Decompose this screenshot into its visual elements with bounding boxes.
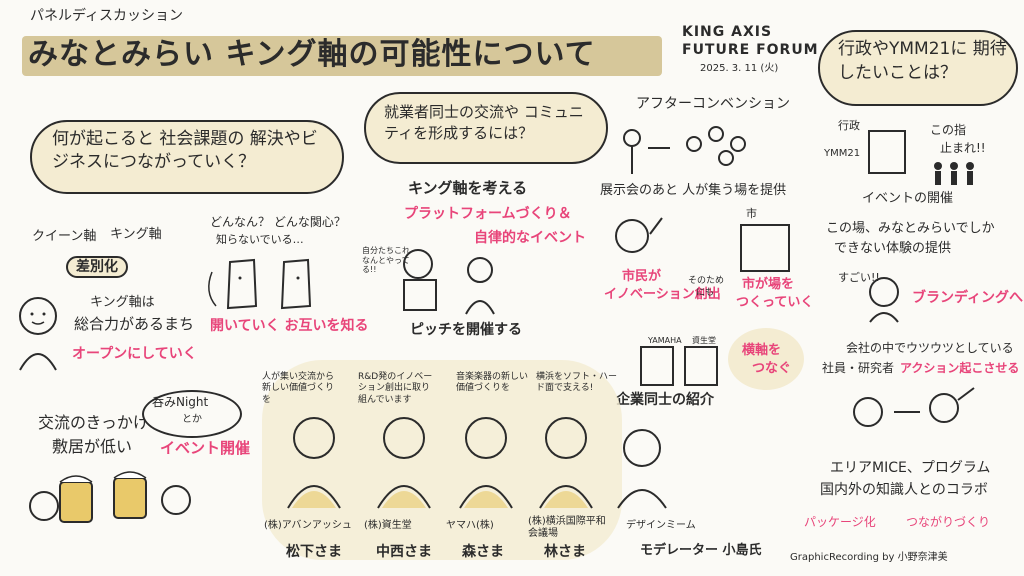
panelist-4-name: 林さま — [544, 544, 586, 560]
gather-text: 展示会のあと 人が集う場を提供 — [600, 183, 787, 198]
citizen-innovation-1: 市民が — [622, 269, 662, 284]
sticker-line1: この指 — [930, 123, 967, 137]
person-illustration-left — [19, 297, 57, 371]
ymm-label: YMM21 — [824, 148, 861, 159]
event-name-line1: KING AXIS — [682, 24, 773, 40]
connect-axis-1: 横軸を — [742, 343, 782, 358]
panelist-1-org: (株)アバンアッシュ — [264, 520, 352, 531]
event-date: 2025. 3. 11 (火) — [700, 63, 779, 74]
city-building-icon — [740, 224, 790, 272]
yamaha-label: YAMAHA — [648, 336, 682, 345]
center-question: 就業者同士の交流や コミュニティを形成するには？ — [384, 103, 584, 142]
panelist-4-quote: 横浜をソフト・ハード面で支える! — [536, 372, 618, 394]
for-that-2: にも — [696, 288, 715, 298]
pitch-illustration — [403, 249, 495, 315]
right-question: 行政やYMM21に 期待したいことは？ — [838, 39, 1007, 83]
admin-building-icon — [868, 130, 906, 174]
drink-night-line2: とか — [182, 414, 202, 425]
how-label: どんなん？ どんな関心？ — [210, 215, 346, 229]
panelist-2-org: (株)資生堂 — [364, 520, 412, 531]
connection-text: つながりづくり — [906, 515, 991, 529]
panelists-background — [262, 360, 622, 560]
two-faces-illustration — [208, 258, 312, 310]
panelist-3-org: ヤマハ(株) — [446, 520, 494, 531]
company-action-2: 社員・研究者 — [822, 361, 895, 375]
title-banner — [22, 36, 662, 76]
platform-text: プラットフォームづくり＆ — [404, 206, 572, 222]
city-place-2: つくっていく — [736, 295, 814, 310]
open-mutual-text: 開いていく お互いを知る — [210, 318, 369, 334]
city-mark: 市 — [746, 207, 757, 220]
event-name-line2: FUTURE FORUM — [682, 42, 819, 58]
gyosei-label: 行政 — [838, 119, 860, 132]
king-think: キング軸を考える — [408, 179, 528, 197]
convention-illustration — [623, 126, 746, 174]
for-that-1: そのため — [688, 276, 725, 286]
page-title: みなとみらい キング軸の可能性について — [28, 37, 596, 72]
autonomous-text: 自律的なイベント — [474, 230, 586, 246]
queen-axis-label: クイーン軸 — [32, 229, 97, 244]
pitch-text: ピッチを開催する — [410, 322, 522, 338]
area-mice-1: エリアMICE、プログラム — [830, 460, 991, 476]
city-place-1: 市が場を — [742, 277, 795, 292]
wow-person-icon — [869, 277, 899, 323]
branding-text: ブランディングへ — [912, 290, 1024, 306]
panelist-3-name: 森さま — [462, 544, 504, 560]
differentiation-badge: 差別化 — [66, 256, 128, 279]
connect-axis-burst — [728, 328, 804, 390]
exchange-line2: 敷居が低い — [52, 437, 133, 456]
king-axis-label: キング軸 — [110, 227, 162, 242]
panelist-1-name: 松下さま — [286, 544, 342, 560]
panelists-illustration — [287, 417, 667, 509]
company-action-1: 会社の中でウツウツとしている — [846, 341, 1014, 355]
panelist-3-quote: 音楽楽器の新しい価値づくりを — [456, 372, 529, 394]
drink-night-line1: 呑みNight — [152, 395, 209, 409]
company-action-3: アクション起こさせる — [900, 361, 1020, 375]
king-note-2: 総合力があるまち — [74, 315, 195, 333]
drink-night-bubble — [142, 390, 242, 438]
company-building-1 — [640, 346, 674, 386]
right-event-hold: イベントの開催 — [862, 191, 954, 206]
action-illustration — [853, 387, 975, 427]
left-question-bubble — [30, 120, 344, 194]
package-text: パッケージ化 — [804, 515, 876, 529]
unique-exp-2: できない体験の提供 — [834, 241, 952, 256]
panelist-5-org: デザインミーム — [626, 520, 696, 531]
panelist-5-name: モデレーター 小島氏 — [640, 543, 762, 558]
panelist-2-quote: R&D発のイノベーション創出に取り組んでいます — [358, 372, 433, 405]
crowd-icon — [934, 162, 974, 185]
left-question: 何が起こると 社会課題の 解決やビジネスにつながっていく？ — [52, 129, 318, 172]
graphic-recording-credit: GraphicRecording by 小野奈津美 — [790, 552, 948, 563]
self-note: 自分たちこれなんとやってる!! — [362, 246, 410, 275]
company-building-2 — [684, 346, 718, 386]
panelist-1-quote: 人が集い交流から新しい価値づくりを — [262, 372, 335, 405]
unknown-label: 知らないでいる… — [216, 233, 304, 246]
king-note-1: キング軸は — [90, 295, 155, 310]
connect-axis-2: つなぐ — [752, 361, 792, 376]
kicker: パネルディスカッション — [30, 8, 184, 24]
citizen-innovation-2: イノベーション創出 — [604, 287, 721, 302]
panelist-2-name: 中西さま — [376, 544, 432, 560]
right-question-bubble — [818, 30, 1018, 106]
after-convention: アフターコンベンション — [636, 96, 790, 112]
event-hold-left: イベント開催 — [160, 439, 251, 457]
wow-text: すごい!! — [838, 271, 880, 284]
panelist-4-org: (株)横浜国際平和会議場 — [528, 516, 606, 539]
citizen-illustration — [615, 217, 663, 253]
exchange-line1: 交流のきっかけの — [38, 413, 165, 432]
area-mice-2: 国内外の知識人とのコラボ — [820, 482, 988, 498]
center-question-bubble — [364, 92, 608, 164]
company-intro: 企業同士の紹介 — [616, 392, 714, 408]
sticker-line2: 止まれ!! — [940, 141, 986, 155]
shiseido-label: 資生堂 — [692, 336, 716, 345]
beer-toast-illustration — [29, 471, 191, 523]
open-up-text: オープンにしていく — [72, 346, 197, 362]
unique-exp-1: この場、みなとみらいでしか — [826, 221, 995, 236]
